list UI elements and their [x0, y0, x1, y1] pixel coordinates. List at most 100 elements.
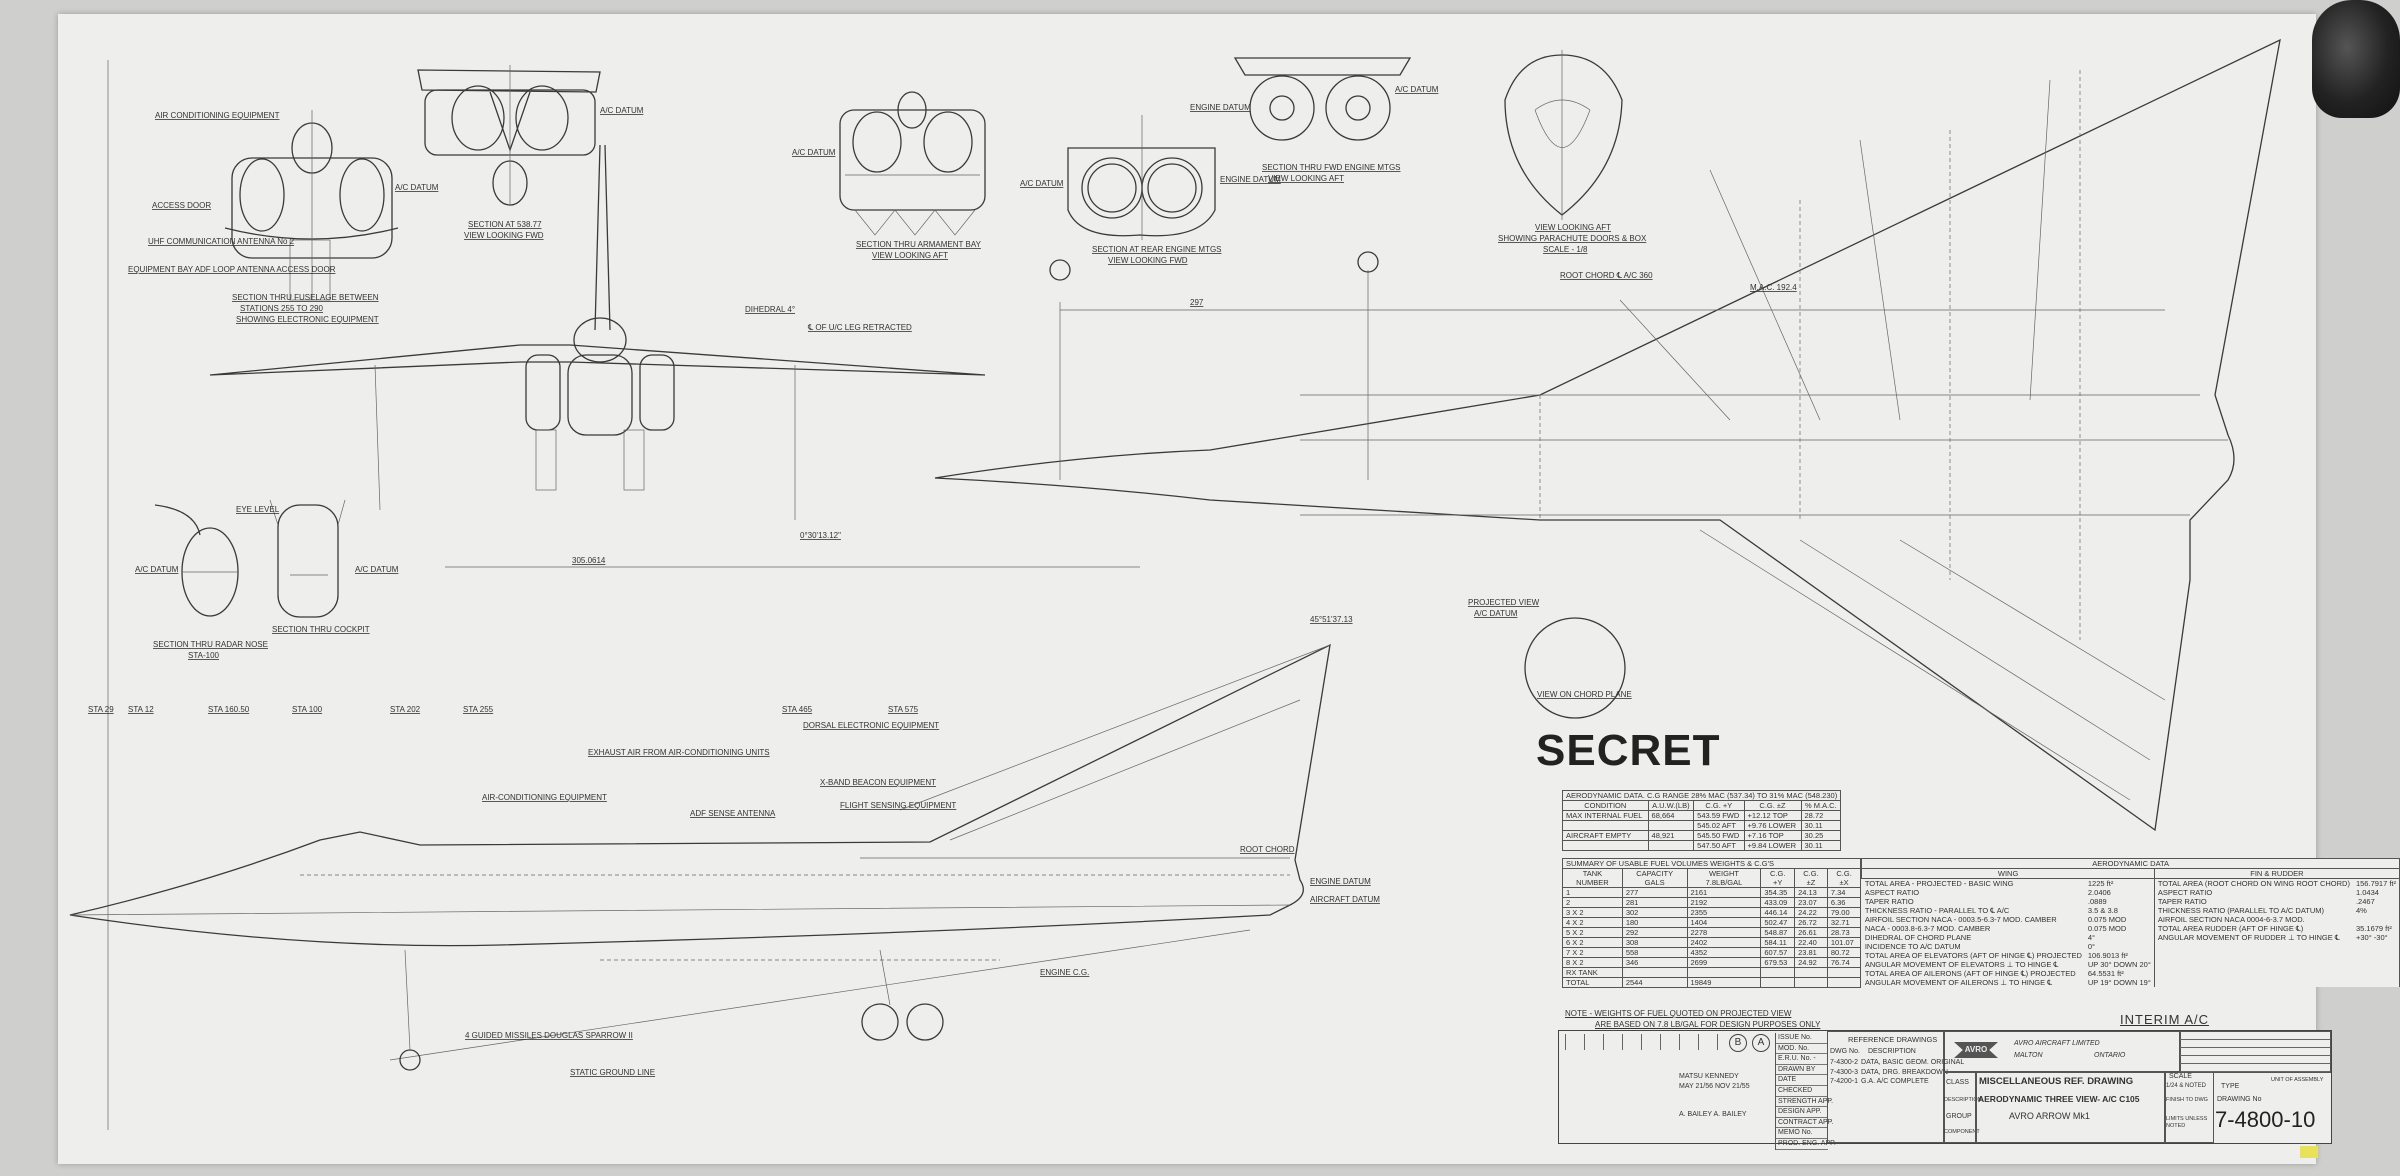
- date: MAY 21/56: [1679, 1082, 1713, 1090]
- table-cell: ASPECT RATIO: [2157, 888, 2213, 897]
- table-cell: 2192: [1686, 897, 1762, 908]
- table-cell: 1: [1562, 887, 1623, 898]
- class-value: MISCELLANEOUS REF. DRAWING: [1979, 1076, 2134, 1087]
- col-header-wing: WING: [1861, 868, 2155, 879]
- table-cell: THICKNESS RATIO (PARALLEL TO A/C DATUM): [2157, 906, 2325, 915]
- col-header: C.G. ±Z: [1743, 800, 1802, 811]
- table-cell: TOTAL AREA RUDDER (AFT OF HINGE ℄): [2157, 924, 2304, 933]
- table-cell: TAPER RATIO: [2157, 897, 2207, 906]
- table-cell: 24.22: [1794, 907, 1828, 918]
- table-cell: 679.53: [1760, 957, 1796, 968]
- table-cell: 0.075 MOD: [2084, 924, 2155, 933]
- label-engine-cg: ENGINE C.G.: [1040, 968, 1089, 977]
- class-label: CLASS: [1946, 1079, 1969, 1086]
- table-cell: 106.9013 ft²: [2084, 951, 2155, 960]
- issue-field-label: MEMO No.: [1776, 1128, 1828, 1139]
- station-label: STA 29: [88, 705, 114, 714]
- label-access-door: ACCESS DOOR: [152, 201, 211, 210]
- table-cell: UP 30° DOWN 20°: [2084, 960, 2155, 969]
- table-cell: 545.50 FWD: [1693, 830, 1745, 841]
- table-cell: ANGULAR MOVEMENT OF AILERONS ⊥ TO HINGE …: [1864, 978, 2053, 987]
- table-row: TOTAL AREA OF AILERONS (AFT OF HINGE ℄) …: [1862, 969, 2400, 978]
- table-cell: ASPECT RATIO: [1864, 888, 1920, 897]
- dim-fin-angle: 45°51'37.13: [1310, 615, 1353, 624]
- fuel-note: NOTE - WEIGHTS OF FUEL QUOTED ON PROJECT…: [1565, 1008, 1820, 1030]
- issue-field-label: STRENGTH APP.: [1776, 1097, 1833, 1108]
- caption-view-aft-2: SHOWING PARACHUTE DOORS & BOX: [1498, 234, 1647, 243]
- section-rear-engine: A/C DATUM ENGINE DATUM SECTION AT REAR E…: [1020, 115, 1281, 265]
- caption-rear-engine-2: VIEW LOOKING FWD: [1108, 256, 1188, 265]
- lower-data-tables: SUMMARY OF USABLE FUEL VOLUMES WEIGHTS &…: [1561, 858, 2400, 988]
- label-engine-datum-side: ENGINE DATUM: [1310, 877, 1371, 886]
- issue-field-label: DATE: [1776, 1075, 1828, 1086]
- section-fwd-engine: ENGINE DATUM A/C DATUM SECTION THRU FWD …: [1190, 57, 1439, 183]
- table-title: SUMMARY OF USABLE FUEL VOLUMES WEIGHTS &…: [1561, 858, 1862, 869]
- table-cell: 433.09: [1760, 897, 1796, 908]
- caption-section-fuselage-2: STATIONS 255 TO 290: [240, 304, 324, 313]
- station-label: STA 100: [292, 705, 323, 714]
- ref-cell: 7-4300-2: [1830, 1059, 1859, 1066]
- caption-radar-nose-sta: STA-100: [188, 651, 220, 660]
- note-line: ARE BASED ON 7.8 LB/GAL FOR DESIGN PURPO…: [1595, 1020, 1821, 1029]
- side-view: AIR-CONDITIONING EQUIPMENT EXHAUST AIR F…: [69, 615, 1380, 1077]
- description-label: DESCRIPTION: [1944, 1097, 1982, 1103]
- table-cell: [2154, 960, 2353, 969]
- issue-field-label: MOD. No.: [1776, 1044, 1828, 1055]
- label-engine-datum-2: ENGINE DATUM: [1190, 103, 1251, 112]
- table-title: AERODYNAMIC DATA: [1861, 858, 2400, 869]
- table-cell: 558: [1621, 947, 1688, 958]
- label-dihedral: DIHEDRAL 4°: [745, 305, 795, 314]
- table-cell: 19849: [1686, 977, 1762, 988]
- title-block: B A ISSUE No.MOD. No.E.R.U. No. -DRAWN B…: [1558, 1030, 2332, 1150]
- section-538: A/C DATUM SECTION AT 538.77 VIEW LOOKING…: [417, 65, 644, 240]
- station-label: STA 160.50: [208, 705, 250, 714]
- label-ac-datum-2: A/C DATUM: [600, 106, 644, 115]
- table-row: TOTAL AREA OF ELEVATORS (AFT OF HINGE ℄)…: [1862, 951, 2400, 960]
- label-root-chord: ROOT CHORD ℄ A/C 360: [1560, 271, 1653, 280]
- table-cell: 6 X 2: [1562, 937, 1623, 948]
- table-cell: 80.72: [1826, 947, 1862, 958]
- table-cell: 584.11: [1760, 937, 1796, 948]
- col-header: CONDITION: [1562, 800, 1649, 811]
- table-cell: [1826, 977, 1862, 988]
- table-cell: [1647, 820, 1695, 831]
- table-cell: MAX INTERNAL FUEL: [1562, 810, 1649, 821]
- section-radar-nose-cockpit: A/C DATUM A/C DATUM EYE LEVEL SECTION TH…: [135, 499, 399, 660]
- table-cell: 26.72: [1794, 917, 1828, 928]
- table-cell: [1794, 967, 1828, 978]
- table-cell: 548.87: [1760, 927, 1796, 938]
- table-cell: 281: [1621, 897, 1688, 908]
- table-cell: THICKNESS RATIO - PARALLEL TO ℄ A/C: [1864, 906, 2010, 915]
- table-cell: .2467: [2352, 897, 2400, 906]
- table-cell: 1404: [1686, 917, 1762, 928]
- station-label: STA 465: [782, 705, 813, 714]
- issue-mark-a: A: [1752, 1034, 1770, 1052]
- view-looking-aft-parachute: VIEW LOOKING AFT SHOWING PARACHUTE DOORS…: [1498, 50, 1647, 254]
- table-cell: 308: [1621, 937, 1688, 948]
- table-cell: 64.5531 ft²: [2084, 969, 2155, 978]
- table-cell: 4 X 2: [1562, 917, 1623, 928]
- table-cell: 292: [1621, 927, 1688, 938]
- dim-span: 305.0614: [572, 556, 606, 565]
- scale-label: SCALE: [2169, 1073, 2192, 1080]
- ref-cell: 7-4200-1: [1830, 1078, 1859, 1086]
- table-cell: [1760, 967, 1796, 978]
- table-cell: INCIDENCE TO A/C DATUM: [1864, 942, 1961, 951]
- table-cell: [1794, 977, 1828, 988]
- table-cell: 346: [1621, 957, 1688, 968]
- label-eye-level: EYE LEVEL: [236, 505, 280, 514]
- table-cell: TOTAL AREA - PROJECTED - BASIC WING: [1864, 879, 2014, 888]
- component-label: COMPONENT: [1944, 1129, 1980, 1135]
- table-cell: [2154, 951, 2353, 960]
- table-cell: 2161: [1686, 887, 1762, 898]
- table-cell: TAPER RATIO: [1864, 897, 1914, 906]
- table-cell: 48,921: [1647, 830, 1695, 841]
